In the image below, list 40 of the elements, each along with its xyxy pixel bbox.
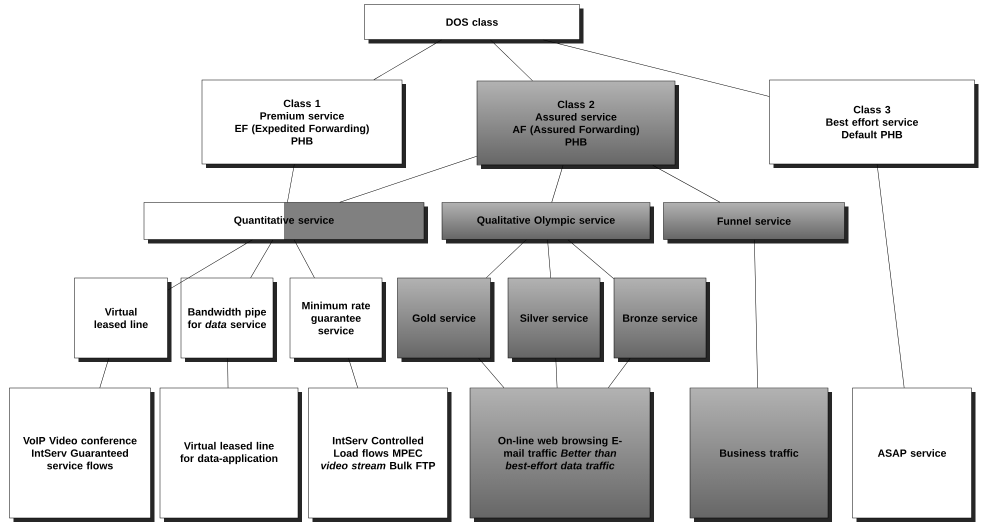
connector-line xyxy=(552,165,564,202)
connector-line xyxy=(876,164,904,388)
connector-line xyxy=(608,358,630,388)
class-box: IntServ Controlled Load flows MPEC video stream Bulk FTP xyxy=(308,388,452,522)
class-box: Class 2 Assured service AF (Assured Forwarding) PHB xyxy=(476,80,679,169)
connector-line xyxy=(490,40,533,81)
connector-line xyxy=(348,358,358,388)
connector-line xyxy=(227,358,228,388)
class-box: Quantitative service xyxy=(144,202,428,244)
class-box: Virtual leased line xyxy=(74,278,172,362)
class-box: On-line web browsing E-mail traffic Better than best-effort data traffic xyxy=(470,388,654,522)
connector-line xyxy=(250,240,274,278)
class-box: Bronze service xyxy=(614,278,710,362)
class-box: Funnel service xyxy=(663,202,848,244)
class-box: DOS class xyxy=(364,4,584,44)
class-box: Minimum rate guarantee service xyxy=(290,278,386,362)
class-box: Silver service xyxy=(508,278,604,362)
connector-line xyxy=(486,240,527,278)
connector-line xyxy=(287,164,295,202)
class-box: Gold service xyxy=(397,278,494,362)
connector-line xyxy=(168,240,253,290)
class-box: Virtual leased line for data-application xyxy=(160,388,302,522)
class-box: Class 1 Premium service EF (Expedited Forwarding) PHB xyxy=(202,80,406,168)
class-box: Class 3 Best effort service Default PHB xyxy=(769,80,978,168)
connector-line xyxy=(652,165,720,202)
class-box: Business traffic xyxy=(690,388,832,522)
connector-line xyxy=(340,156,477,202)
class-box: ASAP service xyxy=(852,388,976,522)
connector-line xyxy=(547,240,551,278)
connector-line xyxy=(556,358,558,388)
connector-line xyxy=(374,40,442,80)
connector-line xyxy=(568,240,614,279)
connector-line xyxy=(294,240,315,278)
class-box: Bandwidth pipe for data service xyxy=(180,278,277,362)
class-box: Qualitative Olympic service xyxy=(442,202,654,244)
connector-line xyxy=(478,358,504,388)
connector-line xyxy=(542,40,770,97)
connector-line xyxy=(754,240,758,388)
class-box: VoIP Video conference IntServ Guaranteed service flows xyxy=(9,388,154,522)
connector-line xyxy=(100,358,110,388)
